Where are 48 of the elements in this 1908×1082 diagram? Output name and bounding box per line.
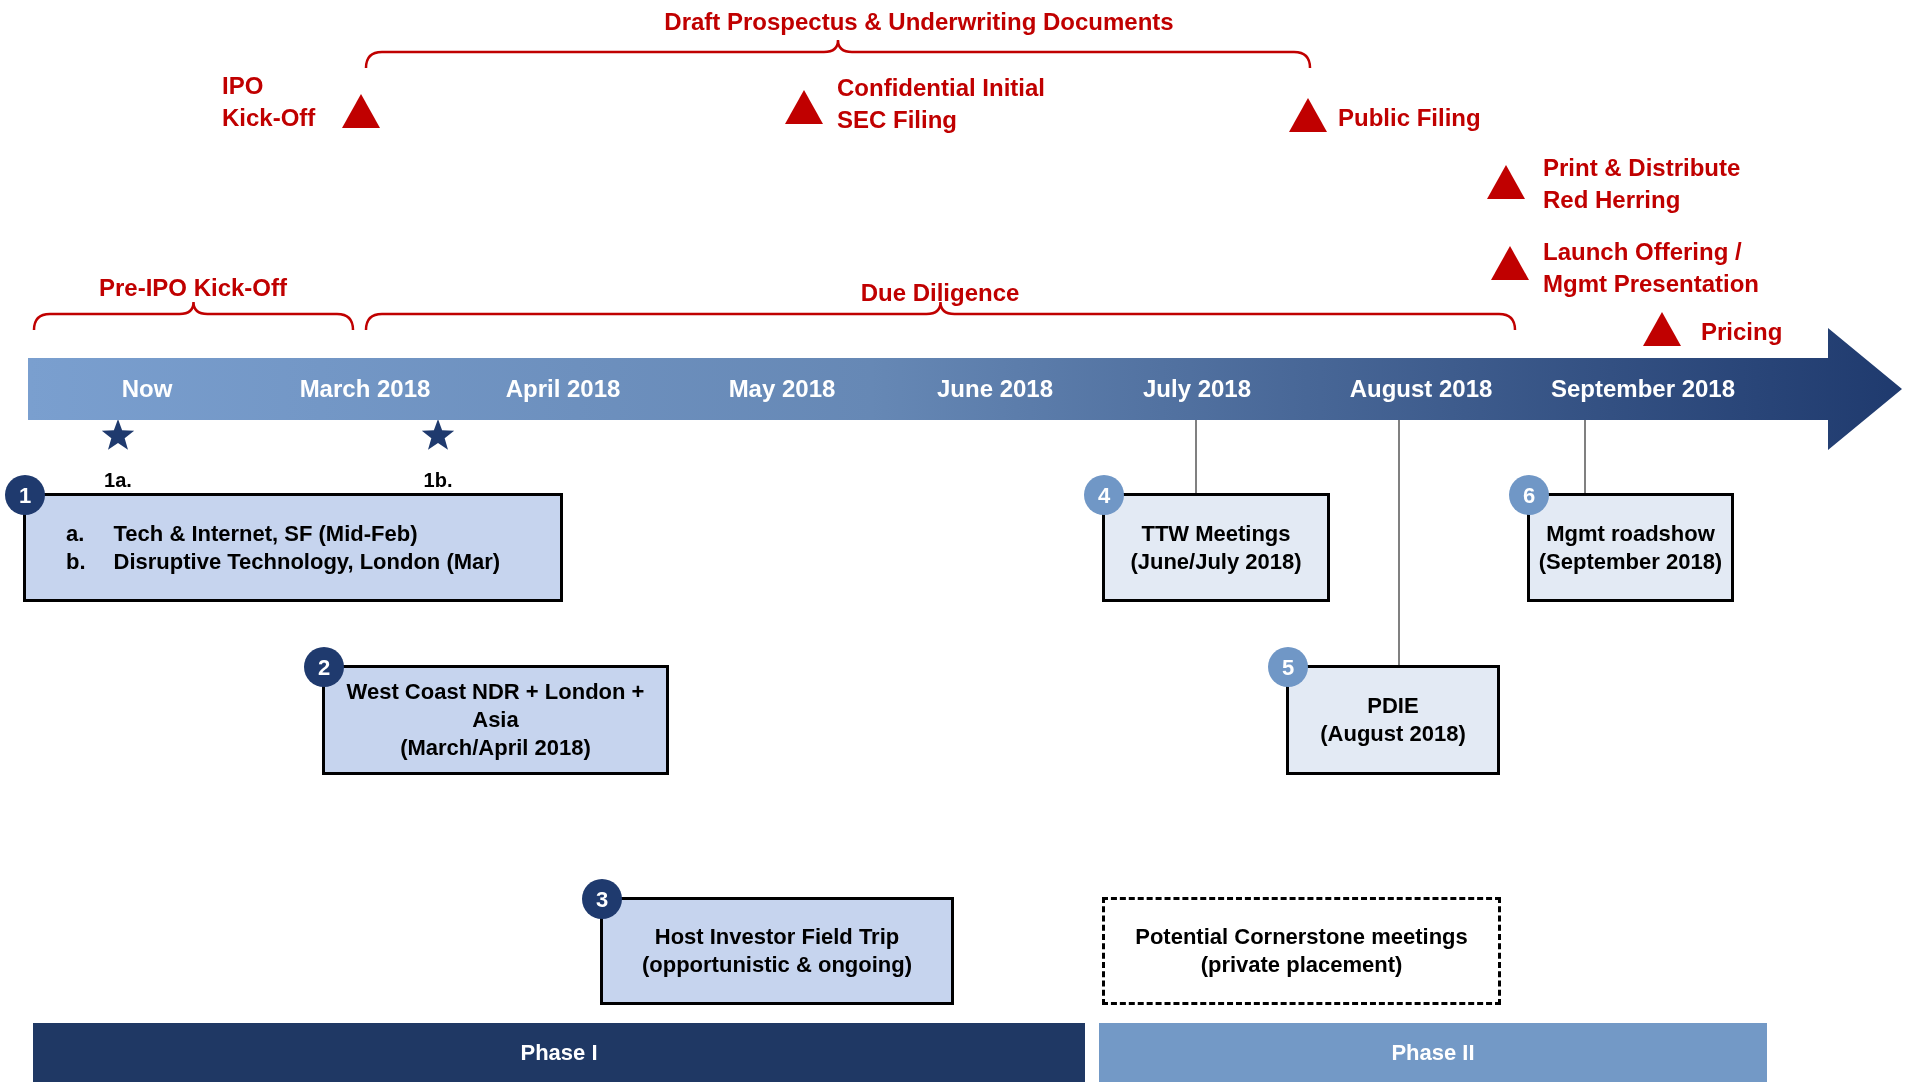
milestone-label: IPO Kick-Off xyxy=(222,72,316,131)
list-marker: b. xyxy=(66,547,86,576)
number-badge: 1 xyxy=(5,475,45,515)
connector-line xyxy=(1398,419,1400,666)
month-label: June 2018 xyxy=(936,374,1054,404)
box-text: (June/July 2018) xyxy=(1130,547,1302,576)
list-item-text: Tech & Internet, SF (Mid-Feb) xyxy=(113,519,419,548)
box-text: Host Investor Field Trip xyxy=(654,923,900,951)
milestone-label: Print & Distribute Red Herring xyxy=(1543,154,1741,213)
month-label: September 2018 xyxy=(1550,374,1736,404)
star-label: 1b. xyxy=(423,469,453,491)
connector-line xyxy=(1584,419,1586,494)
box-text: (August 2018) xyxy=(1320,720,1466,748)
list-marker: a. xyxy=(66,519,86,548)
number-badge: 3 xyxy=(582,879,622,919)
month-label: May 2018 xyxy=(728,374,836,404)
month-label: Now xyxy=(121,374,173,404)
milestone-label: Public Filing xyxy=(1338,104,1481,131)
phase-label: Phase I xyxy=(520,1038,598,1067)
milestone-label: Pricing xyxy=(1701,318,1783,345)
phase-band xyxy=(33,1023,1085,1082)
box-text: Mgmt roadshow xyxy=(1546,519,1715,548)
box-text: (September 2018) xyxy=(1538,547,1723,576)
milestone-label: Launch Offering / Mgmt Presentation xyxy=(1543,238,1760,297)
month-label: April 2018 xyxy=(505,374,621,404)
milestone-label: Pre-IPO Kick-Off xyxy=(98,274,287,301)
number-badge: 5 xyxy=(1268,647,1308,687)
box-text: TTW Meetings xyxy=(1141,519,1291,548)
milestone-label: Draft Prospectus & Underwriting Documents xyxy=(664,8,1174,35)
number-badge: 6 xyxy=(1509,475,1549,515)
number-badge: 2 xyxy=(304,647,344,687)
milestone-label: Confidential Initial SEC Filing xyxy=(837,74,1045,133)
box-text: Potential Cornerstone meetings (private placement) xyxy=(1134,923,1469,979)
milestone-label: Due Diligence xyxy=(860,279,1020,306)
number-badge: 4 xyxy=(1084,475,1124,515)
box-text: (opportunistic & ongoing) xyxy=(641,951,913,979)
connector-line xyxy=(1195,419,1197,494)
list-item-text: Disruptive Technology, London (Mar) xyxy=(113,547,501,576)
phase-band xyxy=(1099,1023,1767,1082)
month-label: August 2018 xyxy=(1349,374,1493,404)
phase-label: Phase II xyxy=(1391,1038,1475,1067)
box-text: PDIE xyxy=(1367,692,1419,720)
star-label: 1a. xyxy=(104,469,132,491)
box-text: West Coast NDR + London + Asia xyxy=(345,678,646,734)
month-label: July 2018 xyxy=(1142,374,1252,404)
box-text: (March/April 2018) xyxy=(400,734,591,762)
month-label: March 2018 xyxy=(299,374,431,404)
dashed-box xyxy=(1102,897,1501,1005)
